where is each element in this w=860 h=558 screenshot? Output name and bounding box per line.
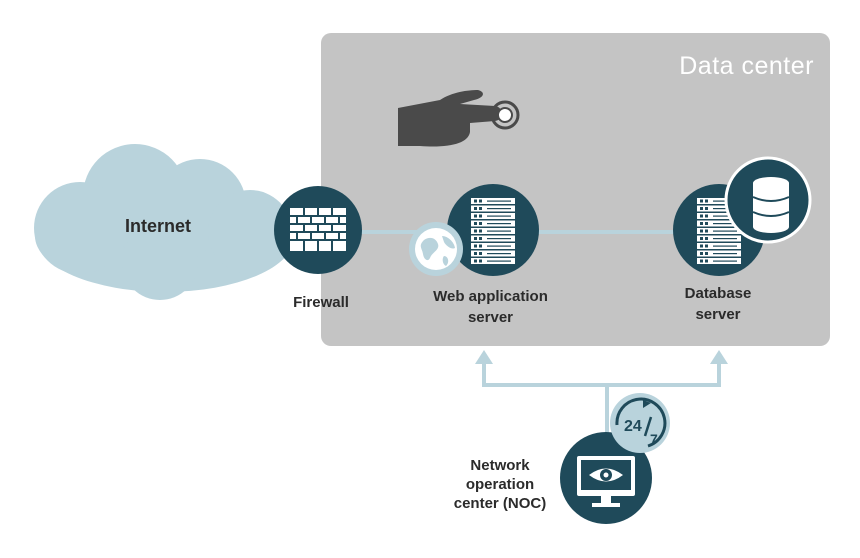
server-bar <box>487 200 511 202</box>
server-bar <box>713 230 737 232</box>
server-bar <box>713 238 737 240</box>
web-server-label: Web application server <box>418 286 563 328</box>
server-led <box>474 259 477 263</box>
server-led <box>700 214 703 218</box>
database-icon <box>752 177 790 233</box>
server-bar <box>487 238 511 240</box>
server-led <box>700 207 703 210</box>
server-led <box>705 259 708 263</box>
hand-press-icon <box>398 90 520 147</box>
arrow-up-web-icon <box>475 350 493 364</box>
db-server-label: Database server <box>658 283 778 325</box>
badge-main-text: 24 <box>624 418 642 435</box>
server-led <box>700 237 703 240</box>
firewall-label: Firewall <box>293 294 349 311</box>
connector-lines <box>355 230 721 452</box>
server-led <box>700 252 703 255</box>
server-led <box>474 214 477 218</box>
clock-24-7-icon: 24 7 <box>615 397 667 448</box>
web-server-label-line1: Web application <box>433 288 548 305</box>
web-server-label-line2: server <box>467 309 514 326</box>
server-bar <box>487 245 511 247</box>
badge-sub-text: 7 <box>650 431 658 447</box>
server-led <box>479 207 482 210</box>
server-led <box>705 207 708 210</box>
noc-label-line3: center (NOC) <box>453 495 547 512</box>
db-server-label-line2: server <box>695 306 741 323</box>
server-led <box>700 229 703 233</box>
server-led <box>705 229 708 233</box>
data-center-title: Data center <box>679 52 814 80</box>
server-led <box>474 244 477 248</box>
server-led <box>479 229 482 233</box>
noc-to-web-line <box>482 360 609 452</box>
db-server-label-line1: Database <box>684 285 752 302</box>
server-bar <box>487 208 511 210</box>
noc-to-db-line <box>607 360 721 387</box>
server-bar <box>487 253 511 255</box>
server-bar <box>713 208 737 210</box>
server-led <box>479 222 482 225</box>
server-led <box>705 214 708 218</box>
noc-label-line2: operation <box>465 476 535 493</box>
server-led <box>474 252 477 255</box>
arrow-up-db-icon <box>710 350 728 364</box>
server-led <box>705 237 708 240</box>
server-led <box>705 199 708 203</box>
server-rack-icon <box>471 198 515 264</box>
server-led <box>705 244 708 248</box>
server-led <box>474 237 477 240</box>
internet-label: Internet <box>124 216 191 236</box>
server-led <box>479 199 482 203</box>
server-bar <box>487 223 511 225</box>
server-led <box>700 259 703 263</box>
server-bar <box>713 245 737 247</box>
server-led <box>479 259 482 263</box>
noc-label-line1: Network <box>470 457 530 474</box>
monitor-eye-icon <box>577 456 635 507</box>
server-rack-icon <box>697 198 741 264</box>
server-led <box>700 244 703 248</box>
server-bar <box>713 260 737 262</box>
server-led <box>474 229 477 233</box>
server-bar <box>713 223 737 225</box>
server-led <box>479 252 482 255</box>
server-led <box>474 199 477 203</box>
clock-badge <box>610 393 670 453</box>
server-led <box>700 222 703 225</box>
server-bar <box>713 253 737 255</box>
server-bar <box>713 215 737 217</box>
server-bar <box>487 215 511 217</box>
server-led <box>479 214 482 218</box>
server-led <box>705 252 708 255</box>
server-led <box>700 199 703 203</box>
server-led <box>474 207 477 210</box>
server-led <box>705 222 708 225</box>
server-bar <box>487 230 511 232</box>
server-bar <box>487 260 511 262</box>
firewall-brick-icon <box>290 208 346 251</box>
cloud-icon <box>34 144 295 300</box>
server-led <box>479 244 482 248</box>
server-led <box>474 222 477 225</box>
globe-icon <box>415 228 457 270</box>
noc-label: Network operation center (NOC) <box>425 456 575 513</box>
server-led <box>479 237 482 240</box>
